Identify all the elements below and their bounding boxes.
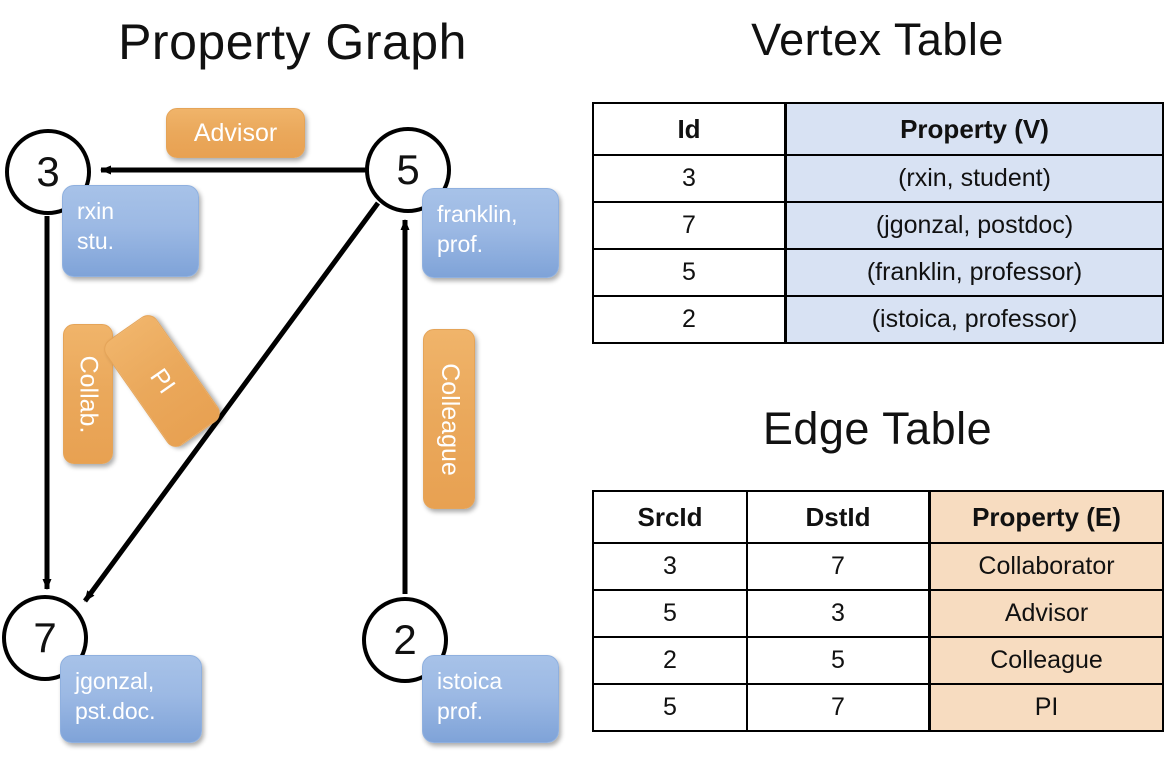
edge-table-header-dstid: DstId [746,490,931,544]
vertex-table-cell-property: (rxin, student) [784,154,1164,203]
edge-label-colleague: Colleague [423,329,475,509]
vertex-table-cell-id: 2 [592,295,787,344]
edge-table-header-srcid: SrcId [592,490,748,544]
vertex-property-line-1: jgonzal, [75,668,155,694]
table-header-row: Id Property (V) [592,102,1164,156]
vertex-property-box-jgonzal: jgonzal, pst.doc. [60,655,202,743]
edge-table: SrcId DstId Property (E) 3 7 Collaborato… [592,490,1164,732]
vertex-property-line-1: istoica [437,668,503,694]
edge-table-cell-srcid: 2 [592,636,748,685]
page-title-vertex-table: Vertex Table [751,14,1004,65]
table-row: 3 7 Collaborator [592,542,1164,591]
vertex-property-line-2: stu. [77,228,115,254]
vertex-property-line-2: prof. [437,698,484,724]
vertex-property-line-1: franklin, [437,201,518,227]
table-row: 5 (franklin, professor) [592,248,1164,297]
edge-label-text: Colleague [435,362,464,476]
vertex-table-cell-id: 7 [592,201,787,250]
table-row: 5 7 PI [592,683,1164,732]
page-title-edge-table: Edge Table [762,403,993,454]
table-header-row: SrcId DstId Property (E) [592,490,1164,544]
vertex-property-line-1: rxin [77,198,115,224]
vertex-table-cell-id: 3 [592,154,787,203]
edge-label-text: PI [144,363,181,399]
vertex-table-cell-property: (franklin, professor) [784,248,1164,297]
vertex-property-box-rxin: rxin stu. [62,185,199,277]
graph-edges-layer [42,165,410,603]
edge-label-text: Advisor [193,118,278,147]
table-row: 3 (rxin, student) [592,154,1164,203]
table-row: 7 (jgonzal, postdoc) [592,201,1164,250]
vertex-node-2[interactable]: 2 [362,597,448,683]
page-title-property-graph: Property Graph [118,14,467,70]
edge-table-cell-srcid: 5 [592,683,748,732]
edge-table-cell-property: Collaborator [928,542,1164,591]
edge-table-header-property: Property (E) [928,490,1164,544]
vertex-property-box-franklin: franklin, prof. [422,188,559,278]
edge-label-text: Collab. [74,355,103,433]
edge-table-cell-srcid: 5 [592,589,748,638]
vertex-table-cell-property: (jgonzal, postdoc) [784,201,1164,250]
property-graph-diagram: 3 5 7 2 rxin stu. franklin, prof. jgonza… [2,108,559,743]
vertex-table-cell-id: 5 [592,248,787,297]
edge-table-cell-dstid: 7 [746,542,931,591]
edge-table-cell-property: Colleague [928,636,1164,685]
table-row: 5 3 Advisor [592,589,1164,638]
table-row: 2 5 Colleague [592,636,1164,685]
table-row: 2 (istoica, professor) [592,295,1164,344]
vertex-table: Id Property (V) 3 (rxin, student) 7 (jgo… [592,102,1164,344]
edge-label-advisor: Advisor [166,108,305,158]
vertex-node-5[interactable]: 5 [365,127,451,213]
edge-5-to-7-pi [82,201,381,603]
edge-table-cell-dstid: 5 [746,636,931,685]
edge-table-cell-dstid: 7 [746,683,931,732]
edge-table-cell-property: Advisor [928,589,1164,638]
vertex-property-box-istoica: istoica prof. [422,655,559,743]
vertex-table-cell-property: (istoica, professor) [784,295,1164,344]
edge-table-cell-srcid: 3 [592,542,748,591]
vertex-property-line-2: pst.doc. [75,698,156,724]
vertex-table-header-property: Property (V) [784,102,1164,156]
edge-table-cell-property: PI [928,683,1164,732]
vertex-property-line-2: prof. [437,231,484,257]
edge-table-cell-dstid: 3 [746,589,931,638]
vertex-table-header-id: Id [592,102,787,156]
